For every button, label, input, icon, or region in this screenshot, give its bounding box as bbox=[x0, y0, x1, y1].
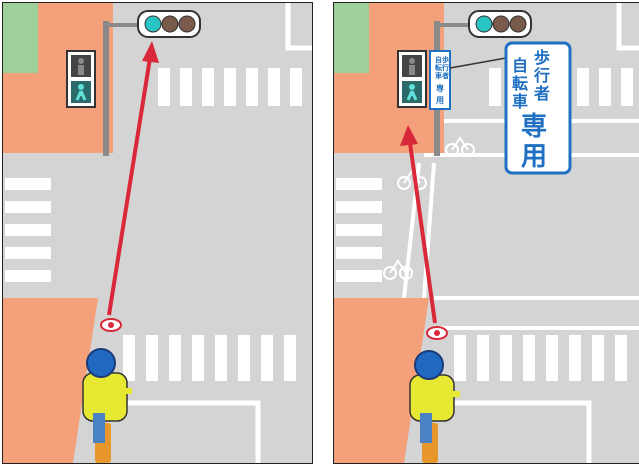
crosswalk-bottom bbox=[123, 335, 296, 381]
sign-char-ten: 転 bbox=[512, 74, 528, 93]
sign-char-yo: 用 bbox=[521, 142, 547, 172]
sign-char-ji: 自 bbox=[512, 56, 528, 75]
sidewalk-bottom-left bbox=[3, 298, 98, 463]
traffic-light-icon bbox=[434, 10, 532, 156]
large-sign: 自 転 車 歩 行 者 専 用 bbox=[504, 41, 572, 175]
small-sign-char-8: 用 bbox=[435, 96, 444, 105]
small-sign-char-2: 転 bbox=[435, 63, 442, 72]
sidewalk-bottom-left bbox=[334, 298, 429, 463]
small-sign-char-3: 車 bbox=[435, 71, 442, 80]
route-arrow-icon bbox=[400, 125, 437, 324]
crosswalk-left bbox=[336, 178, 382, 282]
small-sign-char-5: 行 bbox=[441, 63, 449, 72]
cyclist-icon bbox=[409, 350, 460, 463]
sign-char-ko: 行 bbox=[533, 66, 550, 85]
small-sign-char-6: 者 bbox=[441, 71, 449, 80]
eye-marker-icon bbox=[426, 326, 448, 340]
traffic-light-icon bbox=[103, 10, 201, 156]
road-marking bbox=[616, 3, 639, 51]
eye-marker-icon bbox=[100, 318, 122, 332]
callout-line bbox=[449, 57, 507, 69]
stop-line bbox=[454, 400, 592, 463]
road-marking bbox=[285, 3, 312, 51]
building bbox=[334, 3, 369, 73]
small-sign: 自 転 車 歩 行 者 専 用 bbox=[429, 50, 451, 110]
sign-char-ho: 歩 bbox=[534, 48, 550, 67]
left-illustration-panel bbox=[2, 2, 313, 464]
right-scene: 自 転 車 歩 行 者 専 用 自 転 車 歩 行 者 専 用 bbox=[334, 3, 639, 463]
right-illustration-panel: 自 転 車 歩 行 者 専 用 自 転 車 歩 行 者 専 用 bbox=[333, 2, 639, 464]
building bbox=[3, 3, 38, 73]
small-sign-char-7: 専 bbox=[436, 83, 444, 93]
crosswalk-bottom bbox=[454, 335, 627, 381]
crosswalk-left bbox=[5, 178, 51, 282]
small-sign-char-1: 自 bbox=[435, 55, 442, 64]
sign-char-sha: 車 bbox=[512, 92, 528, 111]
stop-line bbox=[123, 400, 261, 463]
sign-char-sen: 専 bbox=[521, 112, 547, 142]
small-sign-char-4: 歩 bbox=[442, 55, 449, 64]
route-arrow-icon bbox=[107, 41, 159, 316]
crosswalk-top bbox=[158, 68, 302, 106]
left-scene bbox=[3, 3, 312, 463]
pedestrian-signal-icon bbox=[66, 50, 96, 108]
sign-char-sha2: 者 bbox=[533, 84, 550, 103]
pedestrian-signal-icon bbox=[397, 50, 427, 108]
cyclist-icon bbox=[82, 348, 132, 463]
